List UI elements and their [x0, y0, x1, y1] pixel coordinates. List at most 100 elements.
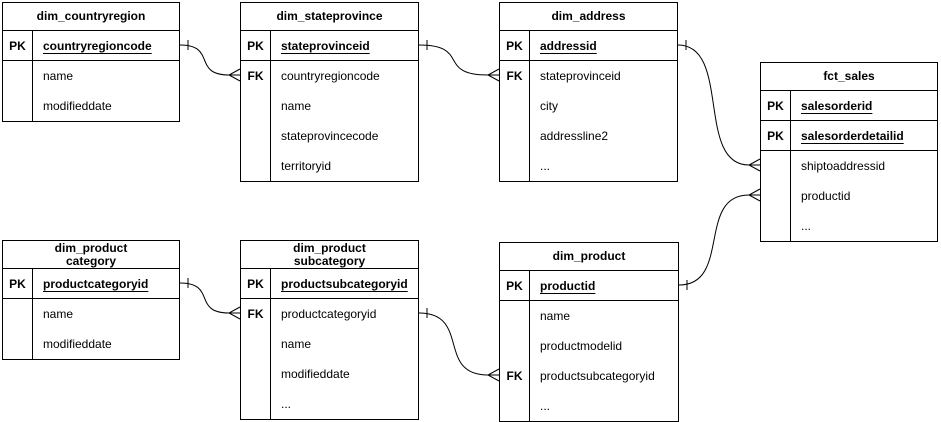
key-cell [761, 151, 791, 181]
field-row: name [3, 299, 179, 329]
relationship-dim_countryregion-dim_stateprovince[interactable] [179, 40, 241, 82]
key-cell [3, 61, 33, 91]
field-name: modifieddate [281, 367, 350, 381]
connector-curve [179, 282, 230, 314]
field-row: shiptoaddressid [761, 151, 937, 181]
field-row: ... [761, 211, 937, 241]
key-cell [500, 331, 530, 361]
field-name: productcategoryid [281, 307, 377, 321]
key-cell: FK [241, 299, 271, 329]
key-cell [3, 299, 33, 329]
entity-title: dim_product category [3, 241, 179, 269]
many-cardinality-crow-foot [486, 68, 500, 82]
field-name: modifieddate [43, 99, 112, 113]
many-cardinality-crow-foot [227, 306, 241, 320]
field-name: stateprovinceid [281, 38, 370, 53]
relationship-dim_stateprovince-dim_address[interactable] [418, 40, 500, 82]
field-name: name [281, 337, 312, 351]
key-cell: PK [241, 269, 271, 298]
field-row: name [241, 329, 418, 359]
field-name: modifieddate [43, 337, 112, 351]
primary-key-row: PK addressid [500, 31, 677, 61]
field-row: ... [500, 391, 678, 421]
key-cell: PK [761, 121, 791, 150]
field-name: stateprovincecode [281, 129, 379, 143]
relationship-dim_product-fct_sales[interactable] [678, 188, 761, 290]
field-row: name [500, 301, 678, 331]
field-row: modifieddate [3, 91, 179, 121]
entity-title: dim_product subcategory [241, 241, 418, 269]
field-row: city [500, 91, 677, 121]
field-name: name [281, 99, 312, 113]
primary-key-row: PK productsubcategoryid [241, 269, 418, 299]
key-cell: PK [761, 91, 791, 120]
field-row: stateprovincecode [241, 121, 418, 151]
field-name: city [540, 99, 558, 113]
field-row: FK productcategoryid [241, 299, 418, 329]
primary-key-row: PK productid [500, 271, 678, 301]
field-name: productid [801, 189, 851, 203]
field-name: name [43, 307, 74, 321]
field-name: name [540, 309, 571, 323]
field-name: productsubcategoryid [281, 276, 408, 291]
key-cell [241, 91, 271, 121]
primary-key-row: PK stateprovinceid [241, 31, 418, 61]
key-cell: PK [500, 31, 530, 60]
entity-title: dim_countryregion [3, 3, 179, 31]
field-row: modifieddate [241, 359, 418, 389]
many-cardinality-crow-foot [747, 158, 761, 172]
key-cell [3, 91, 33, 121]
relationship-dim_address-fct_sales[interactable] [677, 40, 761, 172]
field-name: ... [801, 219, 812, 233]
field-name: ... [281, 397, 292, 411]
connector-curve [418, 44, 489, 76]
relationship-dim_productsubcategory-dim_product[interactable] [418, 308, 500, 382]
key-cell: FK [500, 361, 530, 391]
key-cell: FK [500, 61, 530, 91]
field-name: addressline2 [540, 129, 609, 143]
connector-curve [677, 44, 750, 166]
field-name: productmodelid [540, 339, 623, 353]
entity-title: dim_stateprovince [241, 3, 418, 31]
field-row: FK stateprovinceid [500, 61, 677, 91]
key-cell [241, 151, 271, 181]
field-name: addressid [540, 38, 597, 53]
field-name: productcategoryid [43, 276, 149, 291]
field-row: name [3, 61, 179, 91]
field-row: ... [500, 151, 677, 181]
entity-title: dim_address [500, 3, 677, 31]
field-row: productmodelid [500, 331, 678, 361]
key-cell: FK [241, 61, 271, 91]
field-name: salesorderid [801, 98, 873, 113]
relationship-dim_productcategory-dim_productsubcategory[interactable] [179, 278, 241, 320]
key-cell: PK [241, 31, 271, 60]
field-name: countryregioncode [43, 38, 152, 53]
field-row: productid [761, 181, 937, 211]
key-cell [241, 121, 271, 151]
key-cell: PK [3, 31, 33, 60]
field-row: name [241, 91, 418, 121]
key-cell [500, 391, 530, 421]
field-name: productsubcategoryid [540, 369, 655, 383]
key-cell [761, 181, 791, 211]
key-cell [241, 329, 271, 359]
field-row: ... [241, 389, 418, 419]
field-row: addressline2 [500, 121, 677, 151]
connector-curve [418, 312, 489, 376]
field-name: countryregioncode [281, 69, 380, 83]
field-name: stateprovinceid [540, 69, 621, 83]
field-name: productid [540, 278, 596, 293]
key-cell: PK [500, 271, 530, 300]
field-name: ... [540, 159, 551, 173]
field-row: FK productsubcategoryid [500, 361, 678, 391]
